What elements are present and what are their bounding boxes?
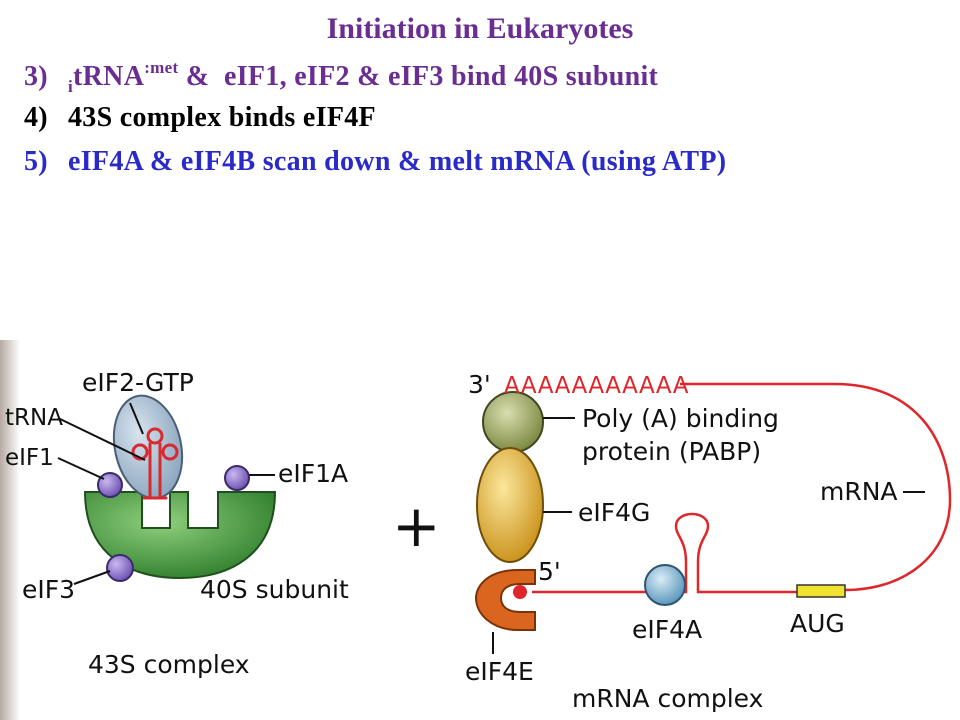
step-3-subscript: i bbox=[68, 77, 74, 96]
eif1a-label: eIF1A bbox=[278, 459, 348, 488]
pabp-label-line-2: protein (PABP) bbox=[582, 437, 761, 466]
plus-sign: + bbox=[392, 492, 441, 560]
mrna-strand-loop bbox=[680, 382, 952, 592]
eif4e-shape bbox=[474, 569, 536, 631]
mrna-complex: 3' AAAAAAAAAAA Poly (A) binding protein … bbox=[465, 370, 952, 713]
step-5-text: eIF4A & eIF4B scan down & melt mRNA (usi… bbox=[68, 146, 727, 177]
pabp-label-line-1: Poly (A) binding bbox=[582, 404, 779, 433]
slide-header: Initiation in Eukaryotes 3) itRNA:met & e… bbox=[0, 0, 960, 200]
poly-a-tail: AAAAAAAAAAA bbox=[504, 373, 689, 399]
mrna-label: mRNA bbox=[820, 477, 898, 506]
eif1-shape bbox=[97, 472, 123, 498]
step-3-superscript: :met bbox=[144, 58, 179, 77]
mrna-complex-label: mRNA complex bbox=[572, 684, 763, 713]
eif4a-shape bbox=[644, 564, 686, 606]
eif3-shape bbox=[106, 554, 134, 582]
trna-shape bbox=[131, 427, 179, 500]
subunit-40s-label: 40S subunit bbox=[200, 575, 349, 604]
eif4g-shape bbox=[476, 447, 544, 563]
pabp-shape bbox=[482, 391, 544, 453]
trna-label: tRNA bbox=[5, 405, 63, 431]
initiation-diagram: eIF2-GTP tRNA eIF1 eIF1A eIF3 40S subuni… bbox=[0, 340, 952, 720]
three-prime-label: 3' bbox=[468, 370, 491, 399]
step-3-number: 3) bbox=[24, 61, 48, 92]
eif2-gtp-label: eIF2-GTP bbox=[82, 368, 194, 397]
subunit-40s-shape bbox=[83, 491, 277, 580]
step-3-text: & eIF1, eIF2 & eIF3 bind 40S subunit bbox=[178, 61, 659, 92]
step-4-number: 4) bbox=[24, 102, 48, 133]
left-leader-lines bbox=[57, 402, 275, 585]
step-3-trna: tRNA bbox=[73, 61, 145, 92]
step-3: 3) itRNA:met & eIF1, eIF2 & eIF3 bind 40S… bbox=[24, 58, 658, 97]
page-edge-shadow bbox=[0, 340, 20, 720]
initiation-figure: eIF2-GTP tRNA eIF1 eIF1A eIF3 40S subuni… bbox=[0, 340, 960, 720]
eif4g-label: eIF4G bbox=[578, 498, 650, 527]
five-prime-cap-dot bbox=[513, 585, 527, 599]
aug-label: AUG bbox=[790, 609, 845, 638]
complex-43s: eIF2-GTP tRNA eIF1 eIF1A eIF3 40S subuni… bbox=[5, 368, 349, 679]
mrna-strand-body bbox=[532, 512, 798, 594]
step-4: 4) 43S complex binds eIF4F bbox=[24, 102, 376, 134]
eif4a-label: eIF4A bbox=[632, 615, 702, 644]
right-leader-lines bbox=[492, 417, 925, 654]
step-4-text: 43S complex binds eIF4F bbox=[68, 102, 376, 133]
step-5-number: 5) bbox=[24, 146, 48, 177]
aug-box bbox=[796, 584, 846, 598]
eif1-label: eIF1 bbox=[5, 445, 54, 471]
eif3-label: eIF3 bbox=[22, 575, 75, 604]
five-prime-label: 5' bbox=[538, 557, 561, 586]
eif4e-label: eIF4E bbox=[465, 657, 534, 686]
slide-title: Initiation in Eukaryotes bbox=[326, 12, 634, 45]
eif1a-shape bbox=[224, 465, 250, 491]
complex-43s-label: 43S complex bbox=[88, 650, 250, 679]
step-5: 5) eIF4A & eIF4B scan down & melt mRNA (u… bbox=[24, 146, 726, 178]
